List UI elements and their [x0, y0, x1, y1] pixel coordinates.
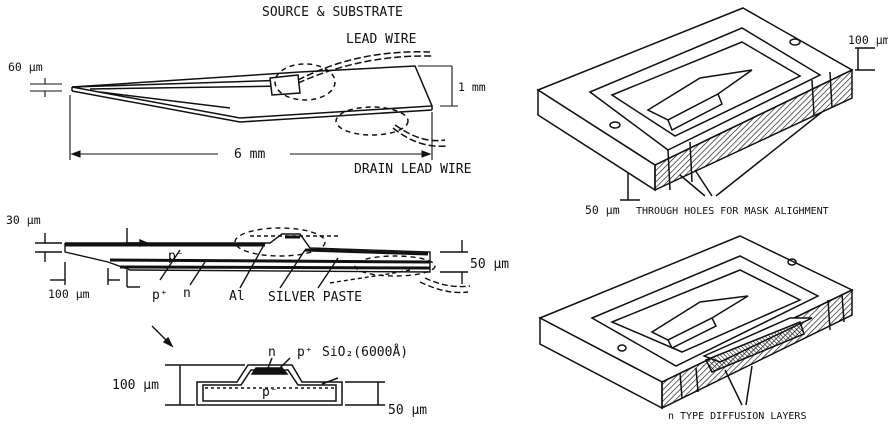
- mask-holder-top: [536, 7, 875, 201]
- label-source-substrate: SOURCE & SUBSTRATE: [262, 5, 403, 20]
- label-cs-50um: 50 μm: [388, 403, 427, 418]
- label-silver-paste: SILVER PASTE: [268, 290, 362, 305]
- label-dim-60um: 60 μm: [8, 60, 43, 74]
- top-view-dimensions: [30, 65, 458, 160]
- label-cs-p-minus: p⁻: [262, 385, 278, 400]
- label-cs-sio2: SiO₂(6000Å): [322, 344, 408, 360]
- device-top-view: [71, 51, 449, 148]
- label-n-type-diffusion: n TYPE DIFFUSION LAYERS: [668, 411, 806, 422]
- label-dim-6mm: 6 mm: [234, 147, 265, 162]
- cross-section: [165, 357, 385, 406]
- device-side-view: [35, 227, 471, 348]
- label-layer-p-plus: p⁺: [152, 288, 168, 303]
- label-dim-100um-left: 100 μm: [48, 287, 90, 301]
- label-dim-30um: 30 μm: [6, 213, 41, 227]
- label-mask-50um: 50 μm: [585, 203, 620, 217]
- label-dim-50um-right: 50 μm: [470, 257, 509, 272]
- label-mask-100um: 100 μm: [848, 33, 888, 47]
- label-cs-n: n: [268, 345, 276, 360]
- label-layer-al: Al: [229, 289, 245, 304]
- label-cs-p-plus: p⁺: [297, 345, 313, 360]
- label-drain-lead-wire: DRAIN LEAD WIRE: [354, 162, 471, 177]
- label-layer-n: n: [183, 286, 191, 301]
- label-layer-p-minus: p⁻: [168, 249, 184, 264]
- label-dim-1mm: 1 mm: [458, 80, 486, 94]
- mask-holder-bottom: [538, 235, 854, 410]
- label-lead-wire: LEAD WIRE: [346, 32, 416, 47]
- label-through-holes: THROUGH HOLES FOR MASK ALIGHMENT: [636, 206, 829, 217]
- label-cs-100um: 100 μm: [112, 378, 159, 393]
